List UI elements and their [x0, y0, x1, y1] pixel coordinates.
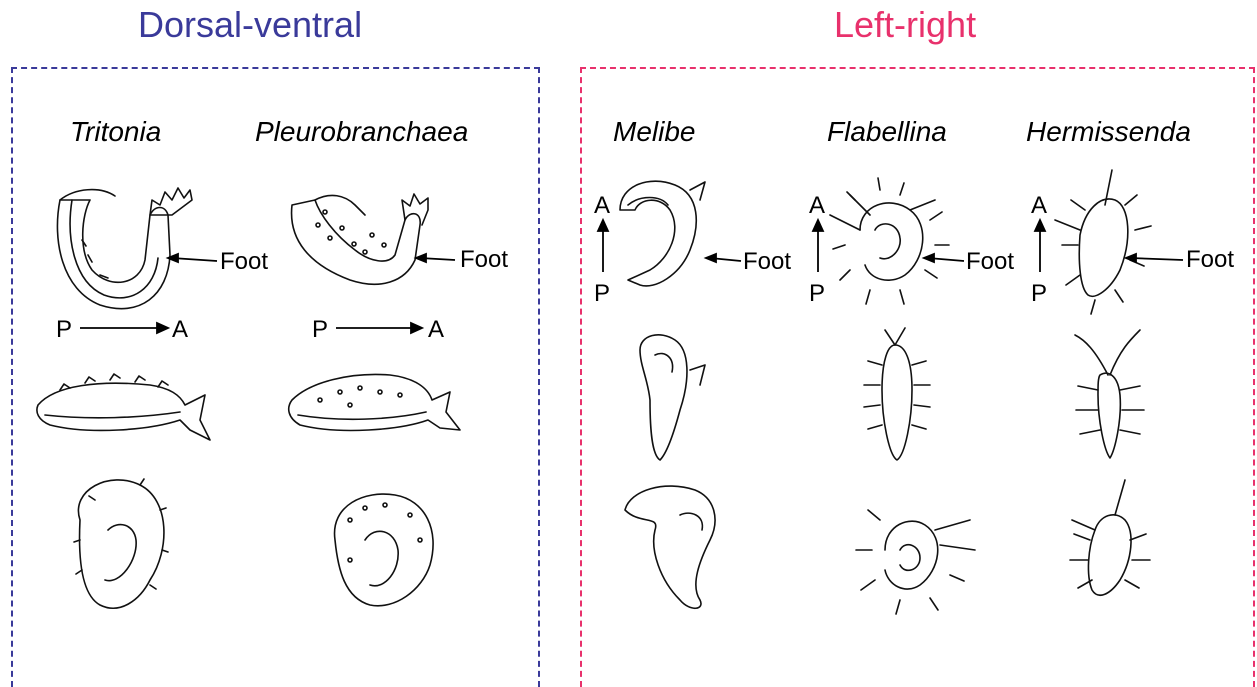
hermissenda-axis-p: P	[1031, 282, 1047, 306]
tritonia-axis-p: P	[56, 318, 72, 342]
tritonia-coiled-drawing	[74, 479, 168, 608]
melibe-curled-drawing	[620, 181, 705, 286]
flabellina-foot-label: Foot	[966, 250, 1014, 274]
flabellina-coiled-drawing	[856, 510, 975, 614]
hermissenda-foot-arrow	[1130, 258, 1183, 260]
flabellina-curled-drawing	[830, 178, 949, 304]
tritonia-side-drawing	[37, 374, 210, 440]
melibe-foot-label: Foot	[743, 250, 791, 274]
pleurobranchaea-side-drawing	[289, 374, 460, 430]
pleurobranchaea-curled-drawing	[292, 194, 428, 284]
hermissenda-curled-drawing	[1055, 170, 1151, 314]
hermissenda-coiled-drawing	[1070, 480, 1150, 595]
flabellina-dorsal-drawing	[864, 328, 930, 460]
hermissenda-axis-a: A	[1031, 194, 1047, 218]
pleurobranchaea-axis-a: A	[428, 318, 444, 342]
melibe-dorsal-drawing	[640, 335, 705, 460]
pleurobranchaea-coiled-drawing	[335, 494, 434, 606]
hermissenda-foot-label: Foot	[1186, 248, 1234, 272]
melibe-axis-p: P	[594, 282, 610, 306]
hermissenda-dorsal-drawing	[1075, 330, 1144, 458]
flabellina-axis-a: A	[809, 194, 825, 218]
pleurobranchaea-foot-label: Foot	[460, 248, 508, 272]
melibe-coiled-drawing	[625, 486, 715, 608]
flabellina-axis-p: P	[809, 282, 825, 306]
melibe-axis-a: A	[594, 194, 610, 218]
tritonia-curled-drawing	[57, 188, 192, 309]
tritonia-axis-a: A	[172, 318, 188, 342]
tritonia-foot-label: Foot	[220, 250, 268, 274]
pleurobranchaea-axis-p: P	[312, 318, 328, 342]
slug-illustrations	[0, 0, 1257, 673]
